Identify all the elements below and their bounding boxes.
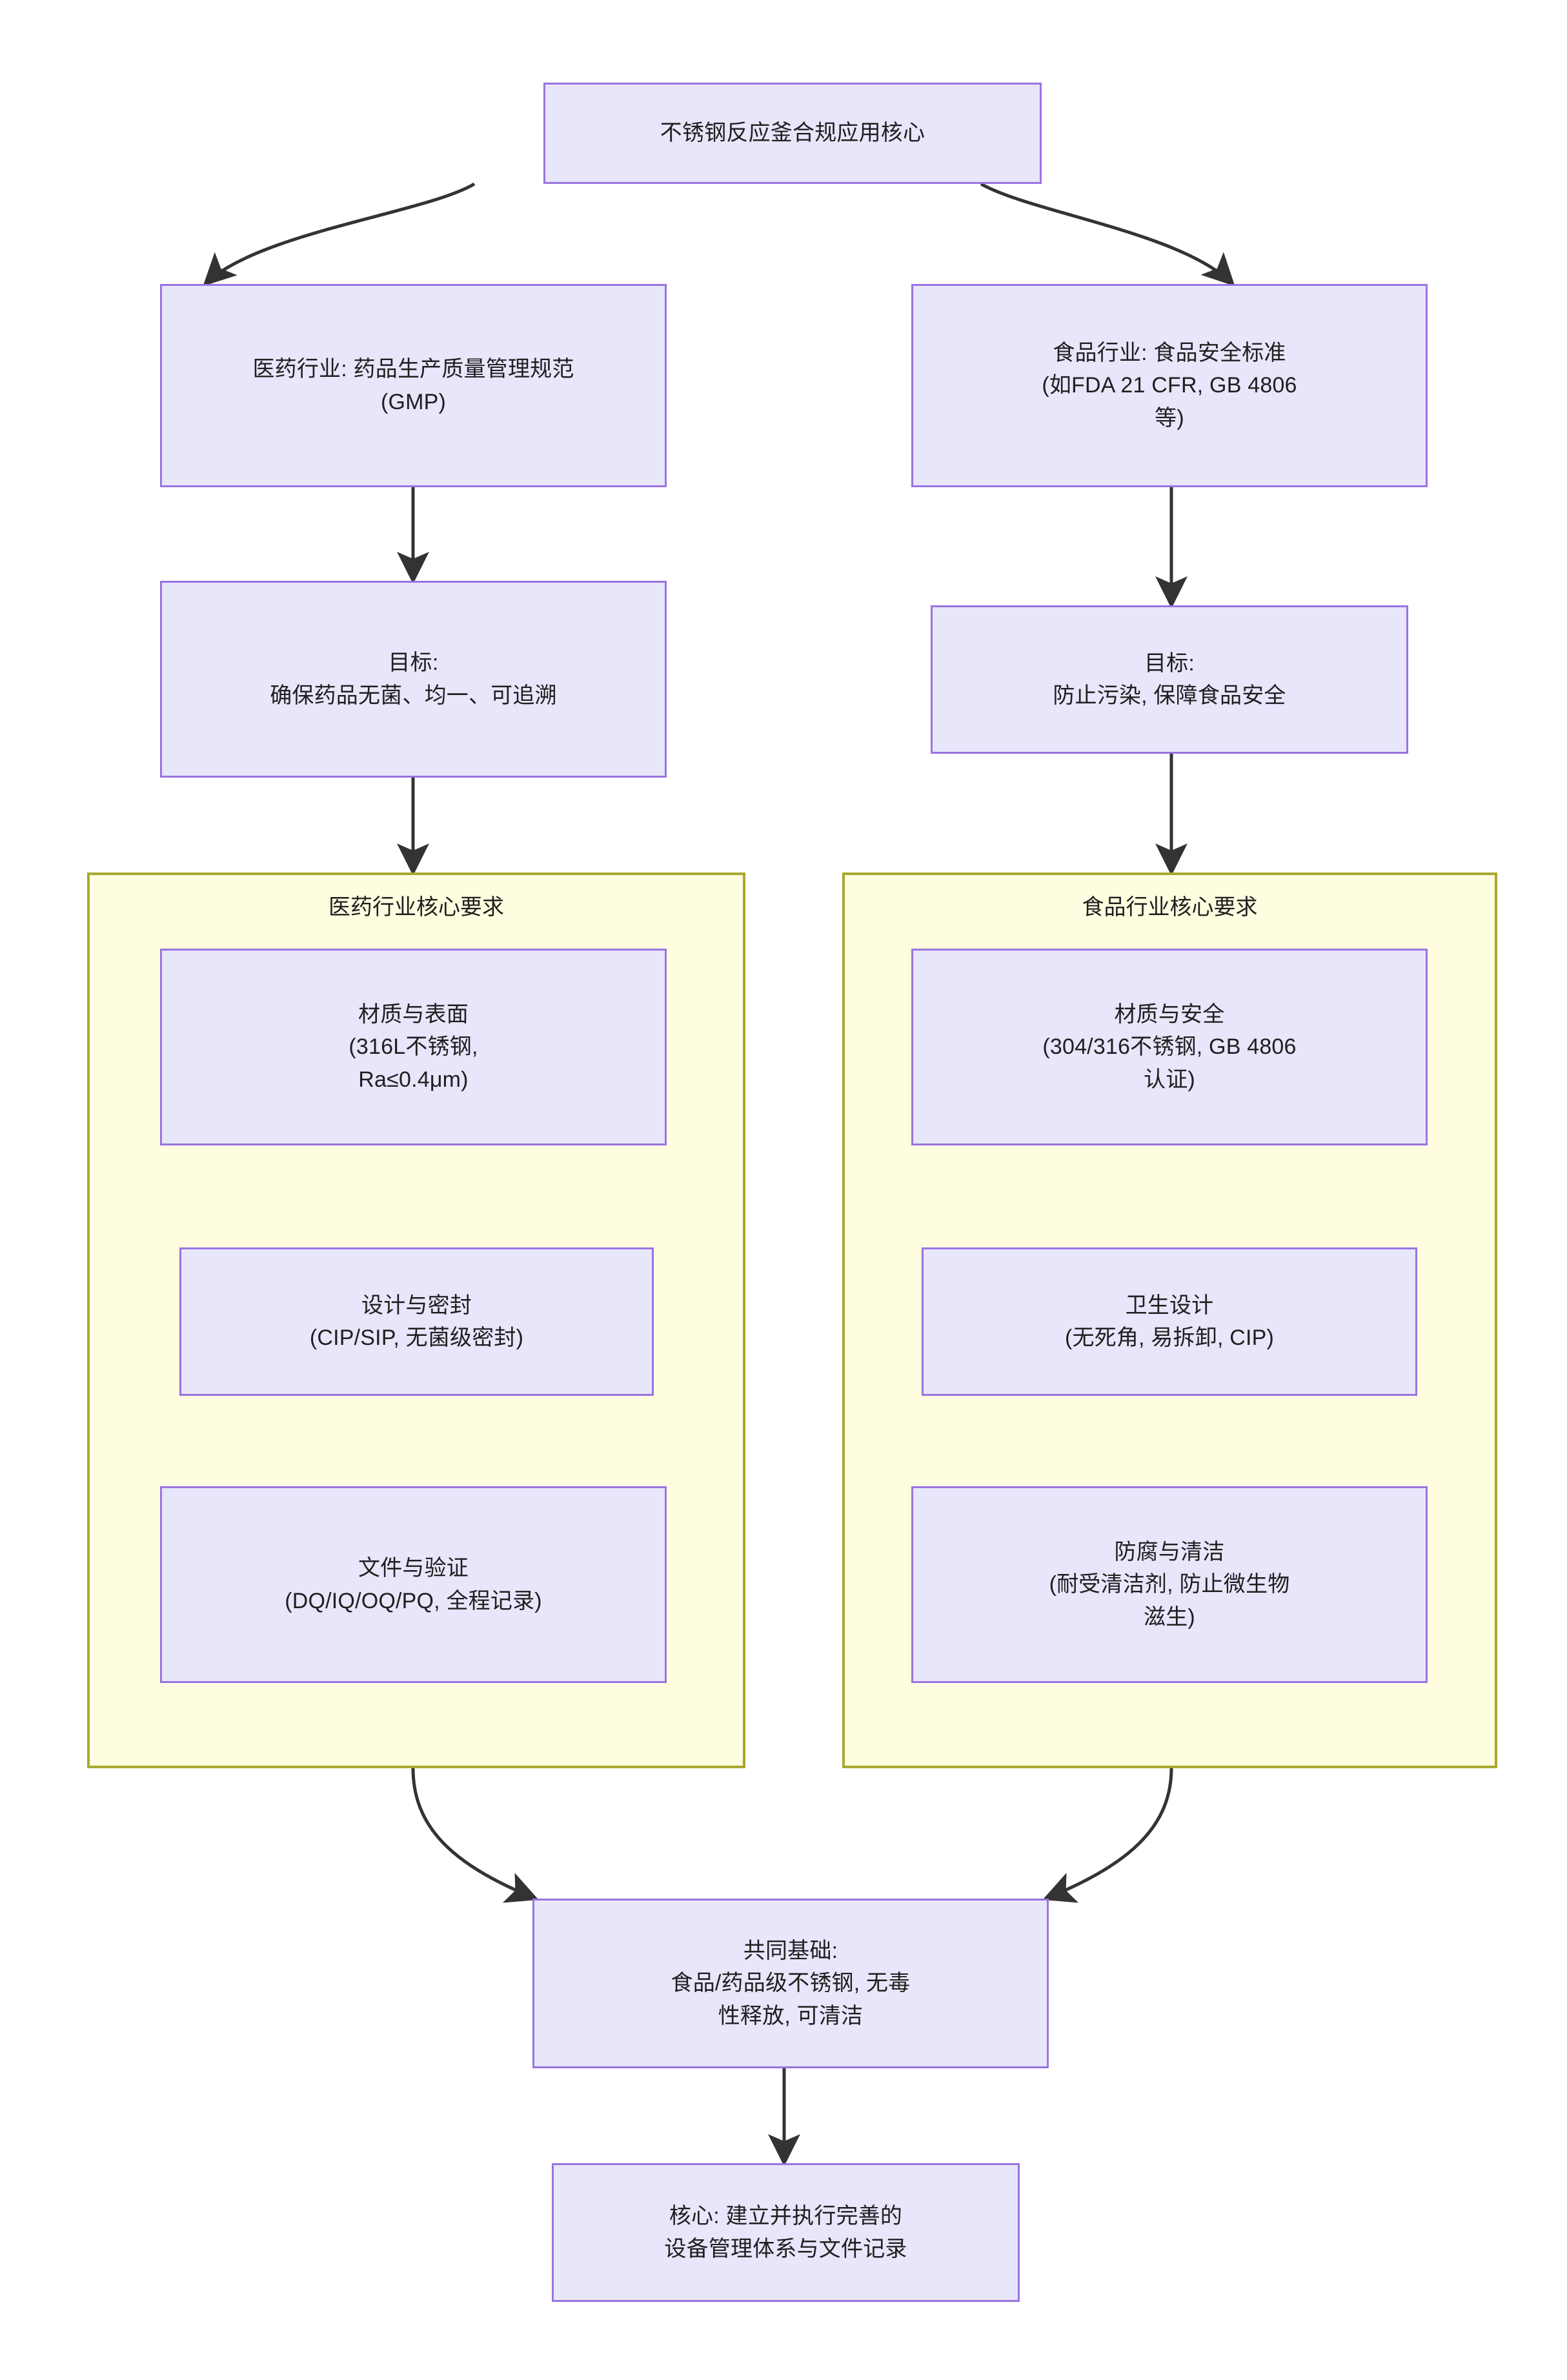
node-pharma-item-3[interactable]: 文件与验证 (DQ/IQ/OQ/PQ, 全程记录) xyxy=(160,1486,667,1683)
node-food-item-1[interactable]: 材质与安全 (304/316不锈钢, GB 4806 认证) xyxy=(911,949,1428,1145)
node-food-item-1-label: 材质与安全 (304/316不锈钢, GB 4806 认证) xyxy=(1042,1002,1297,1092)
node-pharma-goal[interactable]: 目标: 确保药品无菌、均一、可追溯 xyxy=(160,581,667,778)
node-pharma-item-2-label: 设计与密封 (CIP/SIP, 无菌级密封) xyxy=(309,1293,524,1350)
node-food-item-2[interactable]: 卫生设计 (无死角, 易拆卸, CIP) xyxy=(922,1247,1417,1396)
node-pharma-standard-label: 医药行业: 药品生产质量管理规范 (GMP) xyxy=(252,357,574,414)
node-food-goal[interactable]: 目标: 防止污染, 保障食品安全 xyxy=(931,605,1408,754)
node-common-foundation[interactable]: 共同基础: 食品/药品级不锈钢, 无毒 性释放, 可清洁 xyxy=(532,1899,1049,2068)
node-common-foundation-label: 共同基础: 食品/药品级不锈钢, 无毒 性释放, 可清洁 xyxy=(671,1939,911,2028)
edge-pharma-cluster-to-common xyxy=(411,1768,539,1903)
node-root-label: 不锈钢反应釜合规应用核心 xyxy=(660,121,925,146)
node-pharma-item-1-label: 材质与表面 (316L不锈钢, Ra≤0.4μm) xyxy=(349,1002,478,1092)
node-pharma-item-1[interactable]: 材质与表面 (316L不锈钢, Ra≤0.4μm) xyxy=(160,949,667,1145)
node-food-item-3-label: 防腐与清洁 (耐受清洁剂, 防止微生物 滋生) xyxy=(1049,1540,1290,1629)
edge-root-to-pharma xyxy=(203,182,476,287)
node-food-item-2-label: 卫生设计 (无死角, 易拆卸, CIP) xyxy=(1064,1293,1275,1350)
edge-root-to-food xyxy=(980,182,1235,287)
node-pharma-item-3-label: 文件与验证 (DQ/IQ/OQ/PQ, 全程记录) xyxy=(285,1556,542,1613)
node-food-goal-label: 目标: 防止污染, 保障食品安全 xyxy=(1053,650,1286,708)
cluster-food-title: 食品行业核心要求 xyxy=(1082,895,1258,920)
node-pharma-item-2[interactable]: 设计与密封 (CIP/SIP, 无菌级密封) xyxy=(179,1247,654,1396)
cluster-pharma-title: 医药行业核心要求 xyxy=(329,895,504,920)
node-pharma-standard[interactable]: 医药行业: 药品生产质量管理规范 (GMP) xyxy=(160,284,667,487)
node-pharma-goal-label: 目标: 确保药品无菌、均一、可追溯 xyxy=(270,650,557,708)
node-food-item-3[interactable]: 防腐与清洁 (耐受清洁剂, 防止微生物 滋生) xyxy=(911,1486,1428,1683)
node-root[interactable]: 不锈钢反应釜合规应用核心 xyxy=(543,83,1042,184)
edge-food-cluster-to-common xyxy=(1042,1768,1173,1903)
node-food-standard-label: 食品行业: 食品安全标准 (如FDA 21 CFR, GB 4806 等) xyxy=(1042,341,1297,430)
node-final-core-label: 核心: 建立并执行完善的 设备管理体系与文件记录 xyxy=(664,2204,907,2261)
node-final-core[interactable]: 核心: 建立并执行完善的 设备管理体系与文件记录 xyxy=(552,2163,1020,2302)
node-food-standard[interactable]: 食品行业: 食品安全标准 (如FDA 21 CFR, GB 4806 等) xyxy=(911,284,1428,487)
